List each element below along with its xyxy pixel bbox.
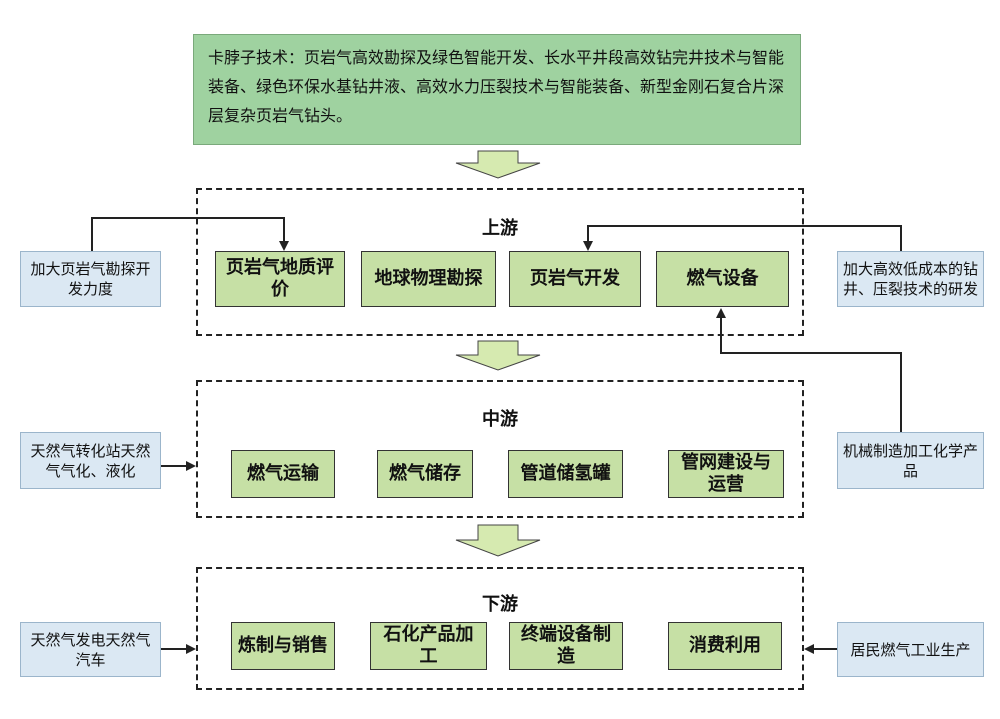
node-label: 地球物理勘探 bbox=[374, 268, 483, 289]
side-label: 天然气发电天然气汽车 bbox=[30, 630, 151, 669]
side-label: 居民燃气工业生产 bbox=[850, 640, 971, 659]
connector-up-left bbox=[91, 217, 289, 251]
node-label: 燃气运输 bbox=[247, 463, 319, 484]
side-down-right: 居民燃气工业生产 bbox=[837, 622, 984, 677]
node-pipeline-hydrogen-tank: 管道储氢罐 bbox=[508, 450, 623, 498]
node-shale-gas-development: 页岩气开发 bbox=[509, 251, 641, 307]
node-petrochemical-processing: 石化产品加工 bbox=[370, 622, 487, 670]
node-label: 燃气储存 bbox=[389, 463, 461, 484]
node-label: 管网建设与运营 bbox=[681, 452, 771, 495]
side-label: 机械制造加工化学产品 bbox=[842, 441, 978, 480]
node-label: 页岩气开发 bbox=[530, 268, 620, 289]
node-label: 炼制与销售 bbox=[238, 635, 328, 656]
node-gas-equipment: 燃气设备 bbox=[656, 251, 789, 307]
midstream-title: 中游 bbox=[482, 409, 518, 430]
node-label: 页岩气地质评价 bbox=[226, 257, 334, 300]
node-label: 管道储氢罐 bbox=[520, 463, 611, 484]
node-gas-storage: 燃气储存 bbox=[377, 450, 473, 498]
node-label: 石化产品加工 bbox=[383, 624, 474, 667]
side-label: 加大高效低成本的钻井、压裂技术的研发 bbox=[842, 260, 978, 298]
upstream-title: 上游 bbox=[482, 218, 518, 239]
side-down-left: 天然气发电天然气汽车 bbox=[20, 622, 161, 677]
node-pipeline-network: 管网建设与运营 bbox=[668, 450, 784, 498]
flow-arrow-2 bbox=[455, 340, 541, 371]
node-label: 燃气设备 bbox=[686, 268, 759, 289]
flow-arrow-3 bbox=[455, 524, 541, 557]
node-label: 终端设备制造 bbox=[521, 624, 611, 667]
side-label: 加大页岩气勘探开发力度 bbox=[30, 260, 151, 298]
downstream-title: 下游 bbox=[482, 594, 518, 615]
node-consumption: 消费利用 bbox=[668, 622, 782, 670]
node-gas-transport: 燃气运输 bbox=[231, 450, 335, 498]
connector-mid-right bbox=[716, 308, 902, 432]
side-mid-right: 机械制造加工化学产品 bbox=[837, 432, 984, 489]
side-up-left: 加大页岩气勘探开发力度 bbox=[20, 251, 161, 307]
key-technology-banner: 卡脖子技术：页岩气高效勘探及绿色智能开发、长水平井段高效钻完井技术与智能装备、绿… bbox=[193, 34, 801, 145]
node-geophysical-exploration: 地球物理勘探 bbox=[361, 251, 496, 307]
node-refining-sales: 炼制与销售 bbox=[231, 622, 335, 670]
node-terminal-equipment: 终端设备制造 bbox=[509, 622, 623, 670]
side-up-right: 加大高效低成本的钻井、压裂技术的研发 bbox=[837, 251, 984, 307]
flow-arrow-1 bbox=[455, 150, 541, 179]
node-label: 消费利用 bbox=[689, 635, 761, 656]
node-geological-evaluation: 页岩气地质评价 bbox=[215, 251, 345, 307]
side-mid-left: 天然气转化站天然气气化、液化 bbox=[20, 432, 161, 489]
side-label: 天然气转化站天然气气化、液化 bbox=[30, 441, 151, 480]
connector-up-right bbox=[583, 225, 902, 251]
